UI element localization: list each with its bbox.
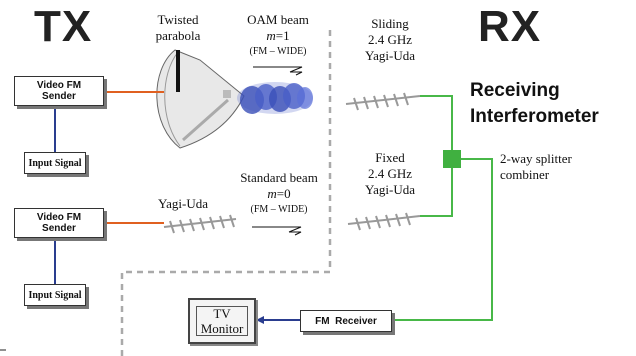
tx-yagi-antenna — [163, 214, 237, 234]
standard-beam-note: (FM – WIDE) — [250, 204, 308, 215]
receiver-to-tv-arrowhead — [256, 316, 264, 324]
standard-beam-mode: m=0 — [228, 186, 330, 202]
twisted-parabola-dish — [156, 49, 245, 149]
sliding-line3: Yagi-Uda — [365, 48, 415, 63]
splitter-combiner-label: 2-way splitter combiner — [500, 151, 600, 183]
video-fm-sender-1: Video FM Sender — [14, 76, 104, 106]
dish-label-line2: parabola — [155, 28, 201, 43]
twisted-parabola-label: Twisted parabola — [146, 12, 210, 44]
tx-yagi-label: Yagi-Uda — [158, 196, 208, 211]
standard-beam-arrow — [252, 226, 302, 236]
sender1-line2: Sender — [42, 91, 76, 102]
oam-mode-val: =1 — [275, 28, 290, 43]
sliding-line2: 2.4 GHz — [367, 32, 413, 47]
tv-monitor-screen: TV Monitor — [196, 306, 248, 336]
fixed-yagi-label: Fixed 2.4 GHz Yagi-Uda — [350, 150, 430, 198]
sender2-line1: Video FM — [36, 212, 82, 223]
oam-beam-note: (FM – WIDE) — [249, 46, 307, 57]
standard-beam-title: Standard beam — [240, 170, 318, 185]
receiving-line: Receiving — [470, 80, 560, 101]
oam-beam-title: OAM beam — [247, 12, 309, 27]
receiving-interferometer-title: Receiving Interferometer — [470, 78, 599, 130]
fixed-line3: Yagi-Uda — [365, 182, 415, 197]
oam-beam-label: OAM beam m=1 (FM – WIDE) — [232, 12, 324, 60]
fm-receiver: FM Receiver — [300, 310, 392, 332]
sliding-yagi-antenna — [345, 92, 421, 111]
oam-beam-mode: m=1 — [232, 28, 324, 44]
standard-mode-var: m — [267, 186, 277, 201]
sliding-yagi-label: Sliding 2.4 GHz Yagi-Uda — [350, 16, 430, 64]
standard-mode-val: =0 — [276, 186, 291, 201]
tv-line1: TV — [213, 306, 231, 321]
dish-feed-tip — [223, 90, 231, 98]
splitter-combiner-node — [443, 150, 461, 168]
dish-support-arm — [182, 98, 229, 142]
input-signal-2: Input Signal — [24, 284, 86, 306]
rx-title: RX — [478, 2, 542, 51]
interferometer-line: Interferometer — [470, 106, 599, 127]
fixed-to-splitter-link — [420, 168, 453, 217]
sender2-line2: Sender — [42, 223, 76, 234]
oam-beam-visual — [237, 82, 313, 114]
input-signal-1: Input Signal — [24, 152, 86, 174]
tv-line2: Monitor — [200, 321, 244, 336]
tx-title: TX — [34, 2, 93, 51]
oam-mode-var: m — [266, 28, 276, 43]
fixed-line2: 2.4 GHz — [367, 166, 413, 181]
oam-beam-arrow — [253, 66, 303, 76]
fixed-yagi-antenna — [347, 212, 421, 231]
splitter-line2: combiner — [500, 167, 550, 182]
dish-feed-bar — [176, 50, 180, 92]
splitter-to-receiver-link — [392, 158, 493, 321]
standard-beam-label: Standard beam m=0 (FM – WIDE) — [228, 170, 330, 218]
tx-rx-divider — [120, 30, 332, 356]
fixed-line1: Fixed — [375, 150, 405, 165]
video-fm-sender-2: Video FM Sender — [14, 208, 104, 238]
tv-monitor: TV Monitor — [188, 298, 256, 344]
dish-label-line1: Twisted — [157, 12, 199, 27]
sliding-line1: Sliding — [371, 16, 409, 31]
splitter-line1: 2-way splitter — [500, 151, 572, 166]
sliding-to-splitter-link — [420, 95, 453, 150]
sender1-line1: Video FM — [36, 80, 82, 91]
